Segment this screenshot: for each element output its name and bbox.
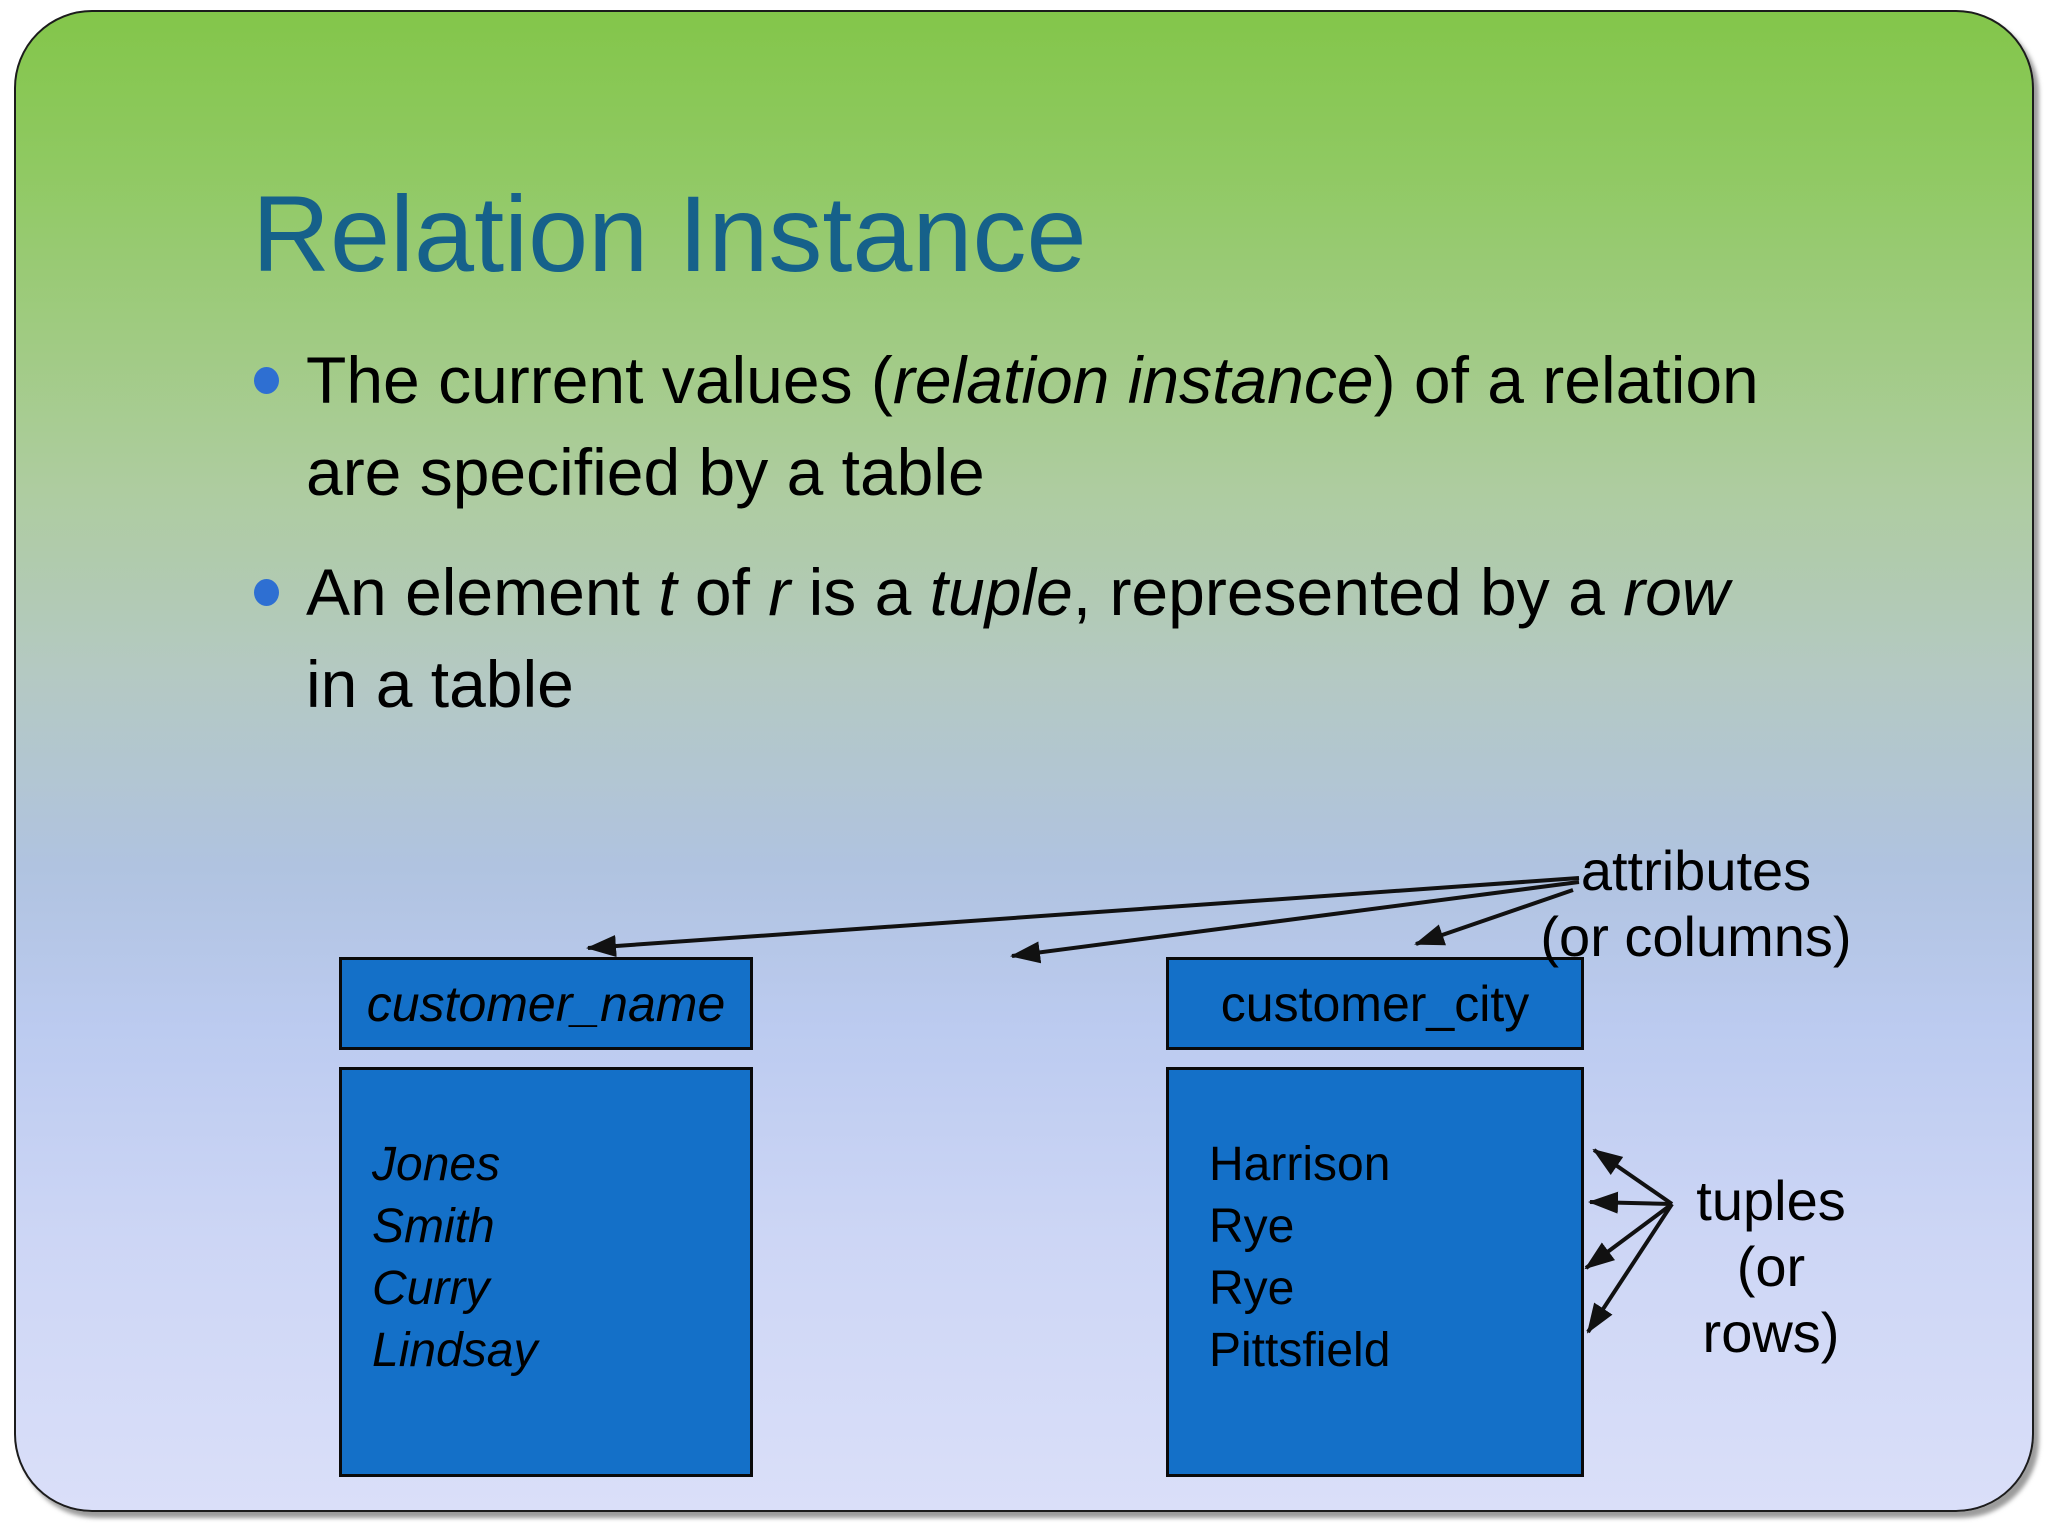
bullet-dot-icon [254, 579, 279, 606]
bullet-segment: are specified by a table [306, 435, 985, 509]
bullet-term-italic: r [768, 555, 791, 629]
bullet-dot-icon [254, 367, 279, 394]
bullet-segment: ) of a relation [1373, 343, 1759, 417]
attributes-label-line1: attributes [1580, 839, 1812, 902]
arrow-to-row-3 [1584, 1202, 1674, 1270]
customer-name-row-3: Curry [372, 1262, 490, 1315]
customer-city-row-3: Rye [1209, 1262, 1295, 1315]
bullet-term-italic: relation instance [892, 343, 1374, 417]
bullet-line: An element t of r is a tuple, represente… [306, 546, 1729, 638]
bullet-segment: is a [790, 555, 930, 629]
bullet-term-italic: tuple [929, 555, 1073, 629]
bullet-line: are specified by a table [306, 426, 1759, 518]
tuples-label-line2: (or rows) [1702, 1235, 1840, 1364]
bullet-text: The current values (relation instance) o… [306, 334, 1759, 518]
bullet-segment: , represented by a [1072, 555, 1624, 629]
bullet-term-italic: row [1623, 555, 1730, 629]
bullet-item-1: The current values (relation instance) o… [254, 334, 2014, 518]
customer-name-header: customer_name [339, 957, 753, 1050]
customer-city-header: customer_city [1166, 957, 1584, 1050]
bullet-term-italic: t [658, 555, 677, 629]
tuples-label: tuples (or rows) [1661, 1168, 1881, 1366]
customer-city-row-2: Rye [1209, 1200, 1295, 1253]
bullet-segment: The current values ( [306, 343, 893, 417]
attributes-label-line2: (or columns) [1540, 905, 1852, 968]
arrow-to-row-2 [1588, 1191, 1673, 1214]
customer-city-row-4: Pittsfield [1209, 1324, 1391, 1377]
bullet-line: The current values (relation instance) o… [306, 334, 1759, 426]
arrow-to-row-4 [1586, 1202, 1674, 1334]
arrow-to-middle-column [1010, 880, 1580, 964]
tuples-arrows [1584, 1148, 1674, 1334]
bullet-segment: of [676, 555, 769, 629]
bullet-segment: An element [306, 555, 659, 629]
customer-name-row-1: Jones [372, 1138, 501, 1191]
bullet-text: An element t of r is a tuple, represente… [306, 546, 1729, 730]
bullet-marker-col [254, 334, 306, 426]
slide: Relation Instance The current values (re… [14, 10, 2034, 1512]
attributes-arrows [586, 876, 1580, 964]
customer-name-row-4: Lindsay [372, 1324, 538, 1377]
bullet-list: The current values (relation instance) o… [254, 334, 2014, 758]
bullet-marker-col [254, 546, 306, 638]
customer-name-row-2: Smith [372, 1200, 495, 1253]
slide-title: Relation Instance [252, 173, 1087, 294]
tuples-label-line1: tuples [1696, 1169, 1846, 1232]
arrow-to-customer-name-header [586, 876, 1580, 957]
bullet-segment: in a table [306, 647, 574, 721]
bullet-line: in a table [306, 638, 1729, 730]
bullet-item-2: An element t of r is a tuple, represente… [254, 546, 2014, 730]
customer-city-row-1: Harrison [1209, 1138, 1391, 1191]
attributes-label: attributes (or columns) [1496, 838, 1896, 970]
